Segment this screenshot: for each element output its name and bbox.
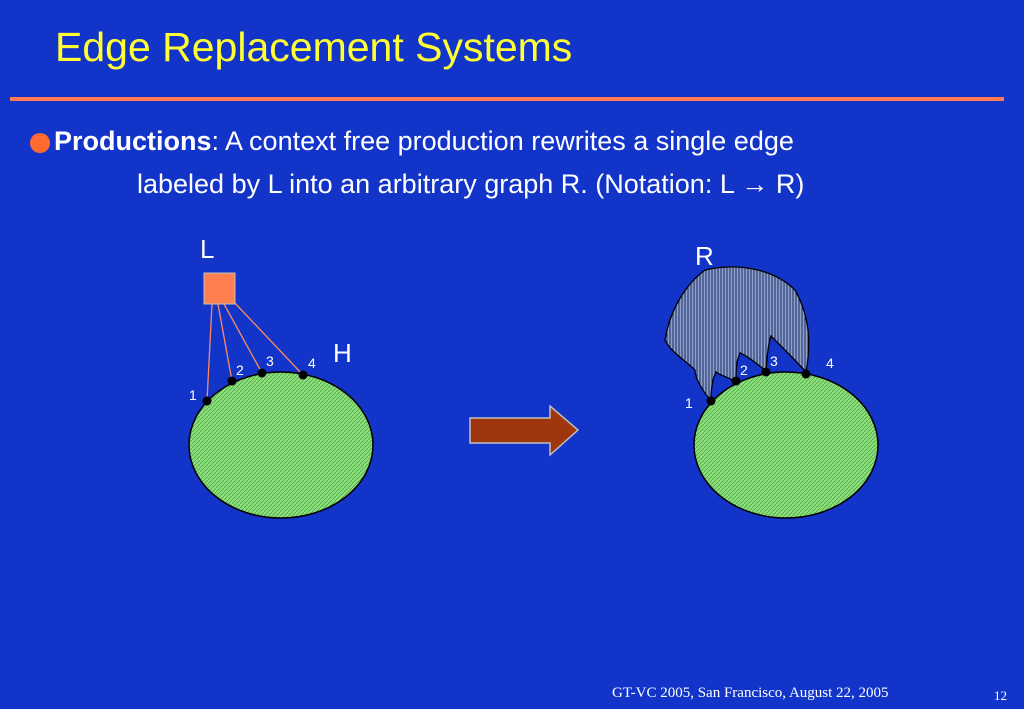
production-arrow-icon [469, 404, 580, 457]
slide-title: Edge Replacement Systems [55, 24, 573, 70]
node-dot-1 [202, 396, 212, 406]
edge-line-3 [223, 303, 263, 374]
node-label-3: 3 [266, 353, 274, 369]
result-node-dot-1 [706, 396, 716, 406]
edge-line-1 [206, 303, 213, 402]
node-dot-4 [298, 370, 308, 380]
bullet-text-line-1: Productions: A context free production r… [54, 126, 794, 157]
bullet-term: Productions [54, 126, 212, 156]
edge-line-2 [217, 303, 233, 382]
node-label-4: 4 [308, 355, 316, 371]
edge-label-l: L [200, 234, 214, 264]
graph-label-h: H [333, 338, 352, 368]
result-node-label-1: 1 [685, 395, 693, 411]
title-divider [10, 97, 1004, 101]
bullet-dot-icon [30, 133, 50, 153]
right-graph-group: R 1 2 3 4 [664, 241, 879, 519]
node-dot-3 [257, 368, 267, 378]
node-label-2: 2 [236, 362, 244, 378]
host-graph-result [693, 371, 879, 519]
result-node-label-4: 4 [826, 355, 834, 371]
left-graph-group: L H 1 2 3 4 [188, 234, 374, 519]
result-node-dot-2 [731, 376, 741, 386]
result-node-dot-3 [761, 367, 771, 377]
node-label-1: 1 [189, 387, 197, 403]
graph-label-r: R [695, 241, 714, 271]
bullet-definition: : A context free production rewrites a s… [211, 126, 794, 156]
edge-line-4 [231, 299, 304, 376]
node-dot-2 [227, 376, 237, 386]
result-node-label-3: 3 [770, 353, 778, 369]
page-number: 12 [994, 688, 1007, 703]
footer-text: GT-VC 2005, San Francisco, August 22, 20… [612, 685, 889, 701]
result-node-dot-4 [801, 369, 811, 379]
edge-l-box [203, 272, 236, 305]
host-graph-h [188, 371, 374, 519]
bullet-text-line-2: labeled by L into an arbitrary graph R. … [137, 169, 805, 199]
result-node-label-2: 2 [740, 362, 748, 378]
